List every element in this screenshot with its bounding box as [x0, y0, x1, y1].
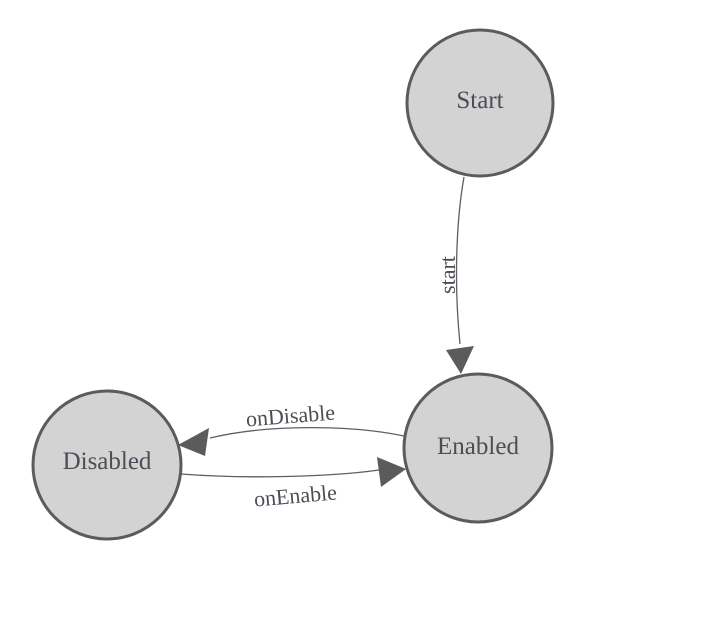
state-node-enabled-circle[interactable]: [402, 372, 554, 524]
state-node-start[interactable]: Start: [405, 28, 555, 178]
edge-label-onenable: onEnable: [253, 479, 338, 511]
state-node-disabled-circle[interactable]: [31, 389, 183, 541]
edge-enabled-to-disabled-line[interactable]: [209, 426, 405, 439]
state-node-start-label: Start: [456, 87, 503, 114]
edge-label-start: start: [435, 256, 460, 294]
edge-enabled-to-disabled: onDisable: [178, 400, 405, 456]
arrowhead-left-icon: [178, 428, 209, 456]
edge-start-to-enabled: start: [435, 176, 474, 374]
edge-disabled-to-enabled: onEnable: [180, 457, 406, 512]
state-node-start-circle[interactable]: [405, 28, 555, 178]
arrowhead-right-icon: [377, 457, 406, 487]
edge-start-to-enabled-line[interactable]: [455, 176, 465, 345]
edge-label-ondisable: onDisable: [245, 400, 336, 432]
state-node-enabled-label: Enabled: [437, 433, 519, 460]
edge-disabled-to-enabled-line[interactable]: [180, 469, 380, 478]
state-node-enabled[interactable]: Enabled: [402, 372, 554, 524]
arrowhead-down-icon: [446, 346, 474, 374]
state-node-disabled-label: Disabled: [63, 448, 152, 475]
state-node-disabled[interactable]: Disabled: [31, 389, 183, 541]
